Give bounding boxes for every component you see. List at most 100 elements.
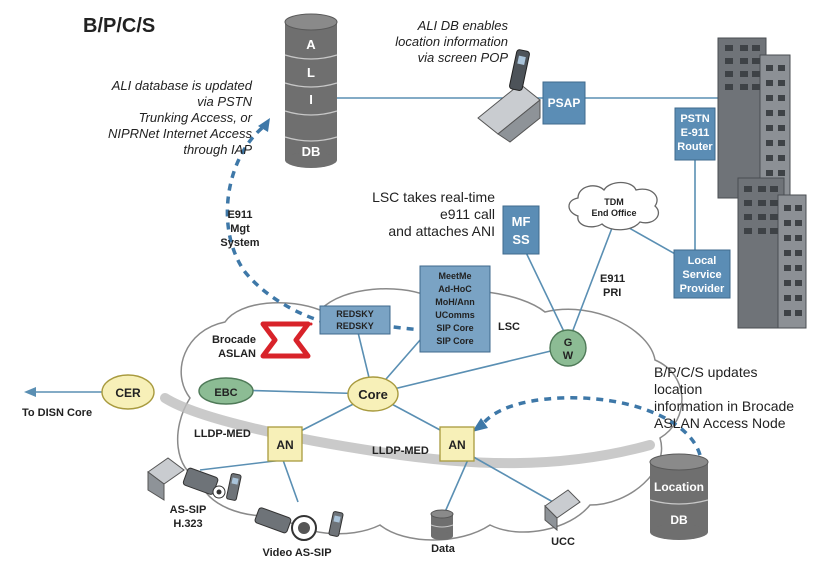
to-disn-core-label: To DISN Core (22, 407, 92, 419)
location-db-bottom: DB (670, 513, 688, 527)
bpcs-line4: ASLAN Access Node (654, 415, 786, 431)
e911-mgt-label: E911 Mgt System (220, 209, 259, 249)
ali-update-line1: ALI database is updated (111, 78, 253, 93)
pstn-router-line1: PSTN (680, 113, 709, 125)
ali-update-line4: NIPRNet Internet Access (108, 126, 253, 141)
brocade-line2: ASLAN (218, 348, 256, 360)
ebc-node: EBC (198, 377, 254, 405)
ali-db-footer: DB (302, 144, 321, 159)
ali-db-cylinder: A L I DB (284, 13, 338, 168)
mfss-line1: MF (512, 214, 531, 229)
e911-mgt-line1: E911 (227, 209, 252, 221)
lsc-service-sipcore1: SIP Core (436, 323, 473, 333)
tdm-line2: End Office (591, 208, 636, 218)
redsky-line1: REDSKY (336, 309, 374, 319)
brocade-line1: Brocade (212, 334, 256, 346)
brocade-aslan-label: Brocade ASLAN (212, 334, 256, 360)
core-node: Core (347, 376, 399, 412)
ali-update-line3: Trunking Access, or (139, 110, 253, 125)
gw-line2: W (563, 350, 574, 362)
ali-letter-a: A (306, 37, 316, 52)
e911-pri-line2: PRI (603, 287, 621, 299)
e911-pri-label: E911 PRI (600, 273, 625, 299)
access-node-right: AN (439, 426, 475, 462)
as-sip-line1: AS-SIP (170, 504, 207, 516)
ali-update-annotation: ALI database is updated via PSTN Trunkin… (108, 78, 253, 157)
e911-pri-line1: E911 (600, 273, 625, 285)
bpcs-line3: information in Brocade (654, 398, 794, 414)
ebc-label: EBC (214, 387, 237, 399)
location-db-top: Location (654, 480, 704, 494)
ali-update-line5: through IAP (183, 142, 252, 157)
lsc-label: LSC (498, 321, 520, 333)
data-db-icon (430, 509, 454, 540)
lsc-service-moh: MoH/Ann (435, 297, 475, 307)
lldp-med-label-right: LLDP-MED (372, 445, 429, 457)
camera-icon-video (254, 507, 317, 541)
ali-pop-line1: ALI DB enables (417, 18, 509, 33)
lsc-services-stack: MeetMe Ad-HoC MoH/Ann UComms SIP Core SI… (419, 265, 491, 353)
ucc-laptop-icon (544, 489, 581, 532)
camera-icon-left (182, 467, 226, 499)
ali-pop-line2: location information (395, 34, 508, 49)
access-node-left: AN (267, 426, 303, 462)
psap-label: PSAP (548, 96, 581, 110)
lsc-note-annotation: LSC takes real-time e911 call and attach… (372, 189, 495, 239)
lsc-note-line3: and attaches ANI (388, 223, 495, 239)
ali-update-line2: via PSTN (197, 94, 253, 109)
e911-mgt-line2: Mgt (230, 223, 250, 235)
gw-line1: G (564, 337, 573, 349)
as-sip-line2: H.323 (173, 518, 202, 530)
cer-label: CER (115, 386, 141, 400)
tdm-end-office-cloud: TDM End Office (568, 181, 660, 231)
pstn-router-box: PSTN E-911 Router (674, 107, 716, 161)
core-label: Core (358, 387, 388, 402)
lsc-service-ucomms: UComms (435, 310, 475, 320)
lsc-service-sipcore2: SIP Core (436, 336, 473, 346)
location-db-cylinder: Location DB (649, 453, 709, 540)
psap-workstation-icon (477, 49, 541, 143)
local-provider-line1: Local (688, 255, 717, 267)
lsc-note-line1: LSC takes real-time (372, 189, 495, 205)
tdm-line1: TDM (604, 197, 624, 207)
ali-letter-l: L (307, 65, 315, 80)
arrow-to-disn (24, 387, 36, 397)
redsky-box: REDSKY REDSKY (319, 305, 391, 335)
phone-icon-left (226, 473, 242, 501)
data-label: Data (431, 543, 456, 555)
video-as-sip-label: Video AS-SIP (262, 547, 331, 559)
mfss-line2: SS (512, 232, 530, 247)
lsc-note-line2: e911 call (440, 206, 495, 222)
bpcs-line2: location (654, 381, 702, 397)
local-service-provider-box: Local Service Provider (673, 249, 731, 299)
bpcs-line1: B/P/C/S updates (654, 364, 758, 380)
mfss-box: MF SS (502, 205, 540, 255)
building-local (737, 177, 807, 329)
lsc-service-meetme: MeetMe (438, 271, 471, 281)
ali-screen-pop-annotation: ALI DB enables location information via … (395, 18, 508, 65)
ali-letter-i: I (309, 92, 313, 107)
lsc-service-adhoc: Ad-HoC (438, 284, 472, 294)
gw-node: G W (549, 329, 587, 367)
local-provider-line3: Provider (680, 283, 725, 295)
lldp-med-label-left: LLDP-MED (194, 428, 251, 440)
ucc-label: UCC (551, 536, 575, 548)
cer-node: CER (101, 374, 155, 410)
access-node-left-label: AN (276, 438, 293, 452)
phone-icon-video (328, 511, 344, 537)
psap-box: PSAP (542, 81, 586, 125)
pstn-router-line2: E-911 (681, 127, 710, 139)
bpcs-update-annotation: B/P/C/S updates location information in … (654, 364, 794, 431)
laptop-icon-left (147, 457, 185, 501)
access-node-right-label: AN (448, 438, 465, 452)
ali-pop-line3: via screen POP (418, 50, 509, 65)
redsky-line2: REDSKY (336, 321, 374, 331)
dashed-arrowhead-ali (258, 118, 270, 132)
brocade-logo (260, 321, 313, 359)
building-pstn (717, 37, 791, 199)
diagram-title: B/P/C/S (83, 15, 155, 37)
e911-mgt-line3: System (220, 237, 259, 249)
as-sip-h323-label: AS-SIP H.323 (170, 504, 207, 530)
